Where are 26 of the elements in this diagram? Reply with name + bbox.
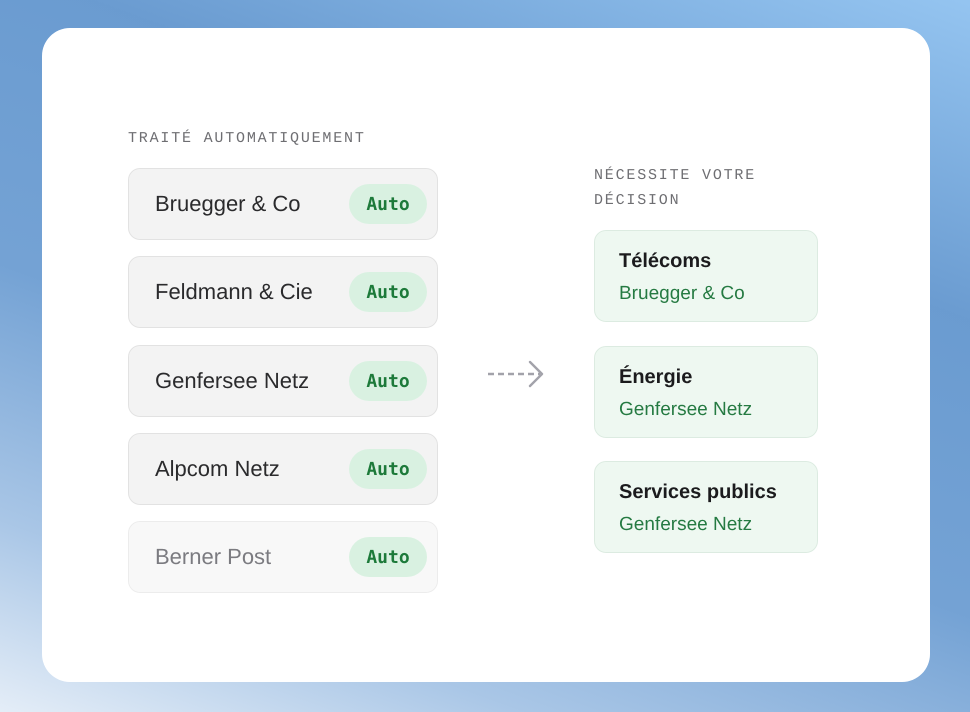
- vendor-name: Bruegger & Co: [619, 282, 745, 306]
- section-heading: NÉCESSITE VOTRE DÉCISION: [594, 166, 758, 211]
- vendor-name: Genfersee Netz: [619, 398, 752, 422]
- vendor-name: Genfersee Netz: [619, 513, 752, 537]
- vendor-name: Alpcom Netz: [155, 456, 280, 482]
- category-title: Énergie: [619, 364, 692, 390]
- auto-badge: Auto: [349, 449, 427, 489]
- vendor-name: Bruegger & Co: [155, 191, 301, 217]
- vendor-name: Berner Post: [155, 544, 272, 570]
- vendor-row-card: [128, 521, 438, 593]
- category-title: Services publics: [619, 480, 777, 505]
- vendor-row-card: [128, 345, 438, 417]
- auto-badge: Auto: [349, 272, 427, 312]
- decision-card: [594, 461, 818, 553]
- decision-card: [594, 230, 818, 322]
- vendor-row-card: [128, 168, 438, 240]
- vendor-row-card: [128, 433, 438, 505]
- auto-badge: Auto: [349, 361, 427, 401]
- decision-card: [594, 346, 818, 438]
- auto-badge: Auto: [349, 184, 427, 224]
- auto-badge: Auto: [349, 537, 427, 577]
- vendor-name: Feldmann & Cie: [155, 279, 313, 305]
- vendor-name: Genfersee Netz: [155, 368, 310, 394]
- category-title: Télécoms: [619, 249, 712, 274]
- vendor-row-card: [128, 256, 438, 328]
- section-heading: TRAITÉ AUTOMATIQUEMENT: [128, 128, 367, 149]
